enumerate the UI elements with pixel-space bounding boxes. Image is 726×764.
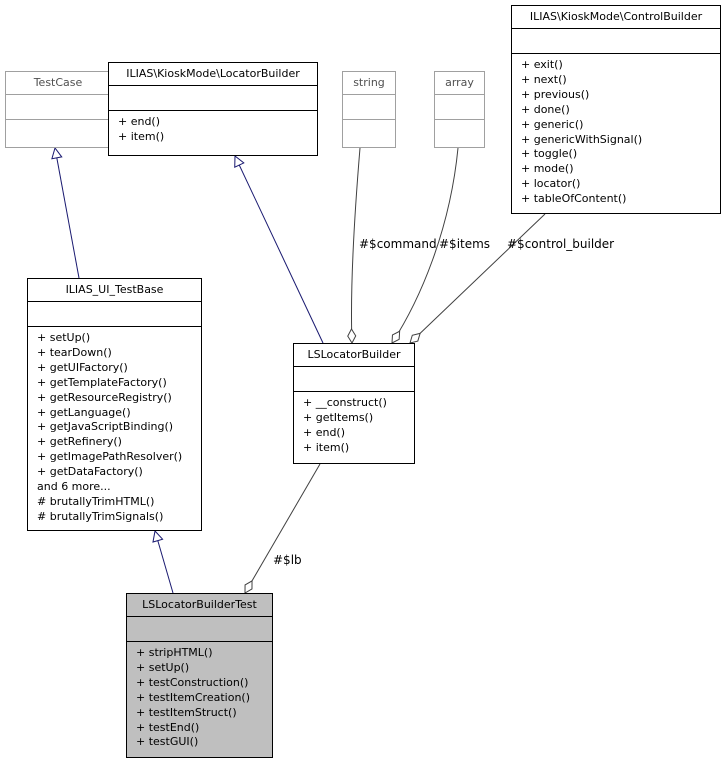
operation: + testConstruction() bbox=[136, 675, 249, 689]
operation: + getItems() bbox=[303, 410, 374, 424]
edge-inherit-test-testbase bbox=[155, 531, 174, 594]
operation: + tearDown() bbox=[37, 345, 112, 359]
attributes-compartment bbox=[294, 366, 414, 391]
attributes-compartment bbox=[512, 28, 720, 53]
attributes-compartment bbox=[127, 616, 272, 641]
class-ls-locator-builder-test[interactable]: LSLocatorBuilderTest + stripHTML() + set… bbox=[126, 593, 273, 758]
class-testcase[interactable]: TestCase bbox=[5, 71, 111, 148]
class-ui-testbase[interactable]: ILIAS_UI_TestBase + setUp() + tearDown()… bbox=[27, 278, 202, 531]
operation: + next() bbox=[521, 72, 567, 86]
attributes-compartment bbox=[28, 301, 201, 326]
operations-compartment: + exit() + next() + previous() + done() … bbox=[512, 53, 720, 213]
edge-inherit-testbase-testcase bbox=[55, 148, 80, 279]
operation: + end() bbox=[303, 425, 346, 439]
operation: + __construct() bbox=[303, 396, 387, 409]
class-name: LSLocatorBuilder bbox=[307, 348, 401, 361]
operation: + locator() bbox=[521, 177, 581, 191]
class-name: ILIAS_UI_TestBase bbox=[65, 283, 164, 296]
edge-inherit-builder-iface bbox=[235, 156, 324, 344]
operation: + end() bbox=[118, 115, 161, 128]
operation: + testItemStruct() bbox=[136, 705, 237, 719]
attributes-compartment bbox=[343, 94, 395, 119]
operation: + getTemplateFactory() bbox=[37, 375, 167, 389]
operation: + getDataFactory() bbox=[37, 465, 143, 479]
operations-compartment bbox=[6, 119, 110, 147]
class-control-builder[interactable]: ILIAS\KioskMode\ControlBuilder + exit() … bbox=[511, 5, 721, 214]
edge-assoc-command bbox=[347, 147, 361, 345]
operation: + testGUI() bbox=[136, 735, 199, 749]
attributes-compartment bbox=[6, 94, 110, 119]
operation: # brutallyTrimHTML() bbox=[37, 494, 155, 508]
class-name: array bbox=[445, 76, 474, 89]
operation: + genericWithSignal() bbox=[521, 132, 643, 146]
operation: + setUp() bbox=[136, 660, 190, 674]
operation: + mode() bbox=[521, 162, 574, 176]
operation: + getRefinery() bbox=[37, 435, 122, 449]
operation: + toggle() bbox=[521, 147, 578, 161]
edge-assoc-items bbox=[391, 147, 459, 344]
operation: + getResourceRegistry() bbox=[37, 390, 172, 404]
operations-compartment: + stripHTML() + setUp() + testConstructi… bbox=[127, 641, 272, 757]
operation: + item() bbox=[118, 129, 165, 143]
class-name: LSLocatorBuilderTest bbox=[142, 598, 257, 611]
operation: + previous() bbox=[521, 87, 590, 101]
operation: + testEnd() bbox=[136, 720, 200, 734]
class-ls-locator-builder[interactable]: LSLocatorBuilder + __construct() + getIt… bbox=[293, 343, 415, 464]
operation: + done() bbox=[521, 102, 570, 116]
class-name: TestCase bbox=[33, 76, 83, 89]
operations-compartment: + __construct() + getItems() + end() + i… bbox=[294, 391, 414, 463]
edge-assoc-lb bbox=[244, 463, 321, 594]
class-name: string bbox=[353, 76, 385, 89]
edge-label-control-builder: #$control_builder bbox=[507, 237, 615, 251]
class-string[interactable]: string bbox=[342, 71, 396, 148]
operations-compartment bbox=[343, 119, 395, 147]
edge-assoc-control-builder bbox=[409, 213, 546, 344]
operation: + stripHTML() bbox=[136, 646, 213, 659]
class-name: ILIAS\KioskMode\LocatorBuilder bbox=[126, 67, 300, 80]
class-array[interactable]: array bbox=[434, 71, 485, 148]
operation: + getLanguage() bbox=[37, 405, 131, 419]
operation: # brutallyTrimSignals() bbox=[37, 509, 164, 523]
operation: + getUIFactory() bbox=[37, 360, 128, 374]
operation: + generic() bbox=[521, 117, 584, 131]
operation: + getImagePathResolver() bbox=[37, 450, 183, 464]
attributes-compartment bbox=[435, 94, 484, 119]
operation: + getJavaScriptBinding() bbox=[37, 420, 174, 434]
operation: + setUp() bbox=[37, 331, 91, 344]
edge-label-command: #$command bbox=[359, 237, 437, 251]
operations-compartment: + setUp() + tearDown() + getUIFactory() … bbox=[28, 326, 201, 530]
edge-label-items: #$items bbox=[439, 237, 491, 251]
operations-compartment bbox=[435, 119, 484, 147]
class-name: ILIAS\KioskMode\ControlBuilder bbox=[529, 10, 703, 23]
more-operations-link[interactable]: and 6 more... bbox=[37, 480, 111, 494]
operation: + exit() bbox=[521, 58, 563, 71]
operation: + tableOfContent() bbox=[521, 192, 627, 206]
operation: + item() bbox=[303, 440, 350, 454]
operations-compartment: + end() + item() bbox=[109, 110, 317, 155]
operation: + testItemCreation() bbox=[136, 690, 251, 704]
edge-label-lb: #$lb bbox=[273, 553, 302, 567]
attributes-compartment bbox=[109, 85, 317, 110]
class-locator-builder-interface[interactable]: ILIAS\KioskMode\LocatorBuilder + end() +… bbox=[108, 62, 318, 156]
